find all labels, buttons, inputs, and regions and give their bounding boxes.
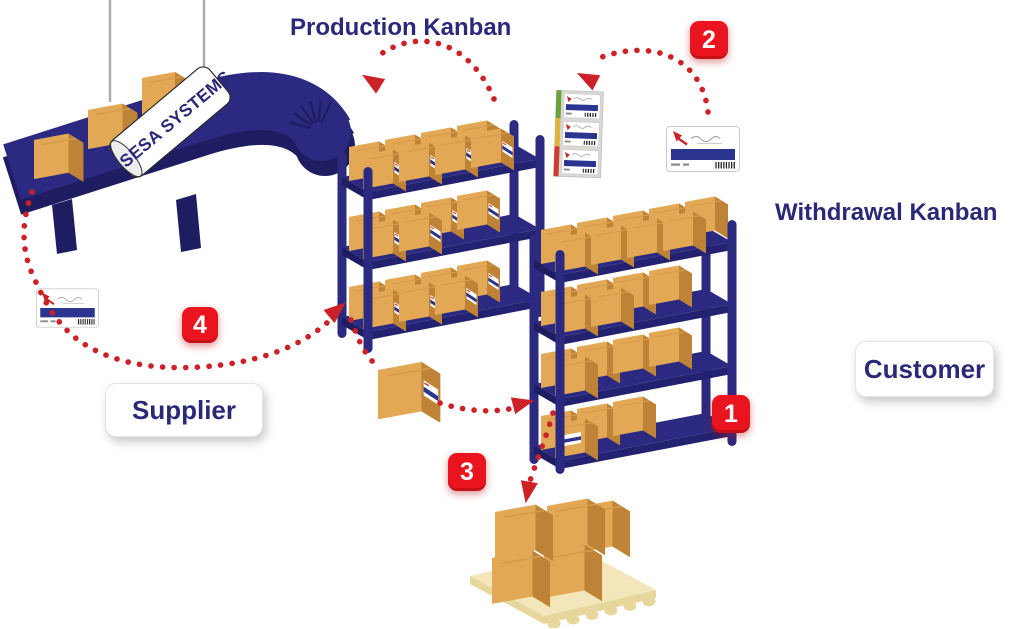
kanban-card-withdrawal [666,126,740,172]
arrow-box-to-rack [437,400,521,414]
pallet-stack [470,498,656,628]
conveyor-fan-segments [288,99,332,130]
supplier-label: Supplier [105,383,263,437]
step-badge-3: 3 [448,453,486,491]
kanban-card-slot [561,148,599,176]
customer-label: Customer [855,341,994,397]
withdrawal-kanban-title: Withdrawal Kanban [775,199,998,226]
board-strip-green [555,90,562,119]
board-strip-yellow [554,118,561,147]
board-strip-red [553,146,560,177]
step-badge-4: 4 [182,307,218,343]
step-badge-2: 2 [690,21,728,59]
production-kanban-title: Production Kanban [290,14,512,41]
kanban-card-supplier [36,288,99,328]
wip-box [370,356,444,422]
kanban-card-slot [562,120,600,148]
kanban-board [553,90,604,179]
kanban-card-slot [563,93,601,120]
step-badge-1: 1 [712,395,750,433]
arrow-withdrawal-kanban [591,47,711,115]
